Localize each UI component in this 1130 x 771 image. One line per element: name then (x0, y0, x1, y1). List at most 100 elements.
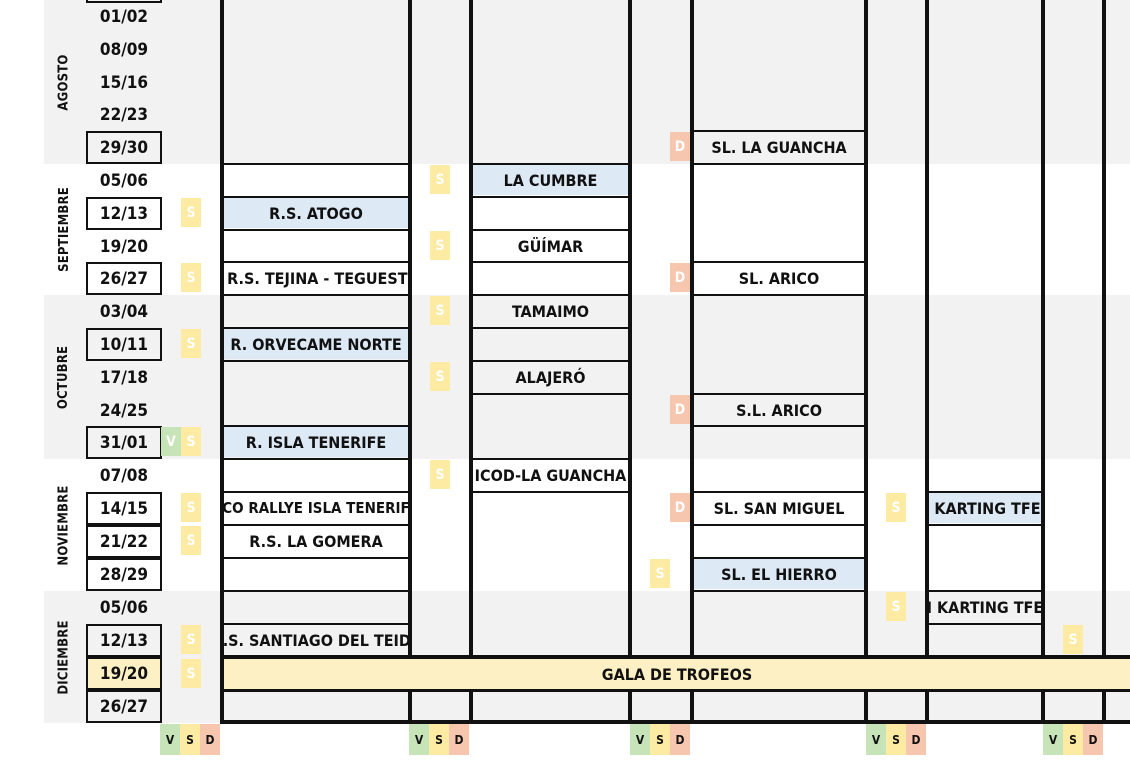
legend-d: D (670, 724, 690, 755)
badge-s: S (181, 198, 201, 227)
column-border (690, 0, 694, 724)
date-cell: 19/20 (99, 236, 149, 257)
legend-d: D (200, 724, 220, 755)
row-border (222, 590, 410, 592)
event-slalom: SL. SAN MIGUEL (713, 498, 845, 518)
gala-row-border-bottom (220, 688, 1130, 692)
badge-s: S (650, 559, 670, 588)
month-label-agosto: AGOSTO (56, 53, 72, 111)
column-border (408, 0, 412, 724)
event-montana: ICOD-LA GUANCHA (474, 465, 627, 485)
badge-s: S (430, 231, 450, 260)
event-rallye: R.S. ATOGO (224, 198, 408, 228)
row-border (471, 327, 630, 329)
row-border (222, 425, 410, 427)
event-rallye: * R.S. TEJINA - TEGUESTE (224, 268, 408, 288)
column-border (220, 0, 224, 724)
badge-s: S (181, 625, 201, 654)
legend-s: S (180, 724, 200, 755)
row-border (927, 590, 1043, 592)
band-agosto (44, 0, 1130, 164)
date-cell: 05/06 (99, 597, 149, 618)
legend-d: D (906, 724, 926, 755)
row-border (222, 327, 410, 329)
row-border (222, 557, 410, 559)
legend-s: S (1063, 724, 1083, 755)
legend-v: V (409, 724, 429, 755)
column-border (1041, 0, 1045, 724)
row-border (692, 393, 866, 395)
badge-s: S (181, 526, 201, 555)
event-rallye: R.S. SANTIAGO DEL TEIDE (224, 630, 408, 650)
date-cell: 28/29 (86, 558, 162, 591)
badge-d: D (670, 493, 690, 522)
gala-row-border-top (220, 655, 1130, 659)
date-cell: 07/08 (99, 465, 149, 486)
row-border (927, 623, 1043, 625)
event-montana: TAMAIMO (511, 301, 590, 321)
column-border (628, 0, 632, 724)
badge-s: S (886, 592, 906, 621)
event-rallye: R.S. LA GOMERA (249, 531, 383, 551)
event-rallye: R. ORVECAME NORTE (224, 329, 408, 359)
legend-vsd: V S D (866, 724, 926, 755)
legend-vsd: V S D (630, 724, 690, 755)
legend-v: V (1043, 724, 1063, 755)
row-border (222, 196, 410, 198)
row-border (222, 623, 410, 625)
date-cell: 12/13 (86, 197, 162, 230)
legend-s: S (886, 724, 906, 755)
event-rallye: R. ISLA TENERIFE (224, 427, 408, 457)
badge-s: S (430, 165, 450, 194)
legend-vsd: V S D (160, 724, 220, 755)
badge-s: S (181, 493, 201, 522)
date-cell: 24/25 (99, 400, 149, 421)
row-border (692, 557, 866, 559)
event-rallye: ECO RALLYE ISLA TENERIFE (224, 499, 408, 517)
row-border (471, 393, 630, 395)
legend-d: D (449, 724, 469, 755)
row-border (692, 524, 866, 526)
event-slalom: SL. ARICO (738, 268, 820, 288)
date-cell: 21/22 (86, 525, 162, 558)
event-slalom: SL. LA GUANCHA (711, 137, 847, 157)
row-border (222, 294, 410, 296)
column-border (1102, 0, 1106, 724)
row-border (222, 491, 410, 493)
column-border (469, 0, 473, 724)
legend-v: V (866, 724, 886, 755)
event-slalom: S.L. ARICO (736, 400, 822, 420)
row-border (692, 590, 866, 592)
date-cell: 14/15 (86, 492, 162, 525)
row-border (471, 163, 630, 165)
date-cell-top-edge (86, 0, 162, 3)
row-border (222, 261, 410, 263)
badge-s: S (181, 329, 201, 358)
month-label-octubre: OCTUBRE (56, 345, 72, 409)
row-border (222, 229, 410, 231)
legend-d: D (1083, 724, 1103, 755)
event-montana: GÜÍMAR (517, 236, 584, 256)
month-label-noviembre: NOVIEMBRE (56, 484, 72, 566)
row-border (471, 196, 630, 198)
date-cell: 26/27 (86, 262, 162, 295)
row-border (471, 491, 630, 493)
date-cell: 26/27 (86, 690, 162, 723)
legend-s: S (650, 724, 670, 755)
badge-s: S (430, 362, 450, 391)
event-slalom: SL. EL HIERRO (694, 559, 864, 589)
badge-d: D (670, 395, 690, 424)
month-label-diciembre: DICIEMBRE (56, 619, 72, 695)
badge-s: S (181, 263, 201, 292)
month-label-septiembre: SEPTIEMBRE (56, 187, 72, 272)
date-cell: 31/01 (86, 426, 162, 459)
date-cell-highlighted: 19/20 (86, 657, 162, 690)
date-cell: 01/02 (99, 6, 149, 27)
column-border (925, 0, 929, 724)
badge-s: S (181, 659, 201, 688)
row-border (692, 261, 866, 263)
badge-s: S (430, 460, 450, 489)
row-border (222, 524, 410, 526)
event-montana: ALAJERÓ (515, 367, 586, 387)
badge-s: S (1063, 625, 1083, 654)
